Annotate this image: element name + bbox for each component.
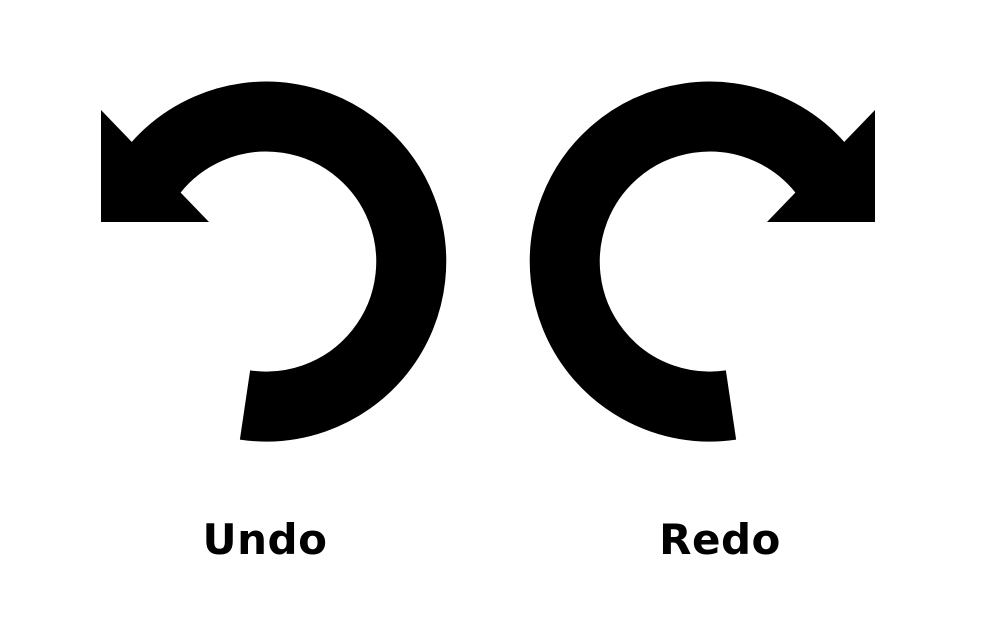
undo-label: Undo (202, 515, 328, 564)
redo-label: Redo (659, 515, 781, 564)
redo-arrow-icon[interactable] (529, 81, 875, 442)
undo-arrow-icon[interactable] (101, 81, 447, 442)
